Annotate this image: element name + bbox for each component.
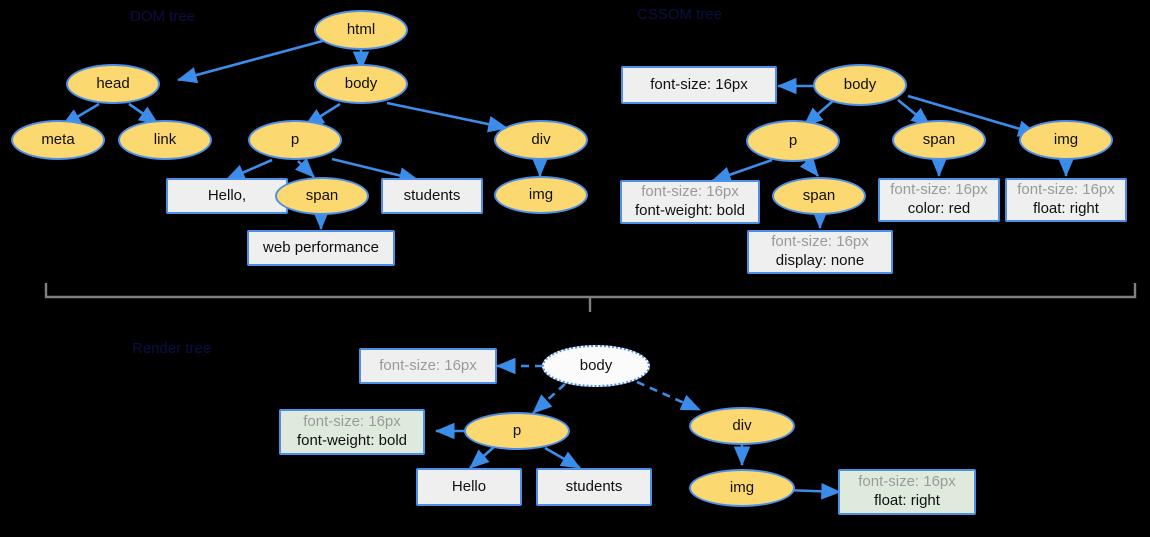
dom-text-students-label: students bbox=[403, 186, 461, 204]
render-node-img[interactable]: img bbox=[689, 469, 795, 507]
dom-text-hello: Hello, bbox=[166, 178, 288, 214]
cssom-decl-span-inner-inherited: font-size: 16px bbox=[771, 233, 869, 251]
dom-text-students: students bbox=[381, 178, 483, 214]
dom-tree-edges bbox=[61, 37, 549, 231]
cssom-decl-span: font-size: 16px color: red bbox=[878, 178, 1000, 222]
render-decl-p-inherited: font-size: 16px bbox=[303, 413, 401, 431]
cssom-decl-span-inherited: font-size: 16px bbox=[890, 181, 988, 199]
dom-node-link[interactable]: link bbox=[118, 120, 212, 160]
dom-node-meta[interactable]: meta bbox=[11, 120, 105, 160]
cssom-decl-img-own: float: right bbox=[1033, 200, 1099, 217]
dom-node-img[interactable]: img bbox=[494, 176, 588, 214]
dom-node-html[interactable]: html bbox=[314, 10, 408, 50]
cssom-decl-p-inherited: font-size: 16px bbox=[641, 183, 739, 201]
cssom-node-body[interactable]: body bbox=[813, 64, 907, 106]
render-text-hello-label: Hello bbox=[451, 477, 487, 495]
cssom-node-img[interactable]: img bbox=[1019, 120, 1113, 160]
dom-node-div[interactable]: div bbox=[494, 120, 588, 160]
render-text-hello: Hello bbox=[416, 468, 522, 506]
dom-node-body[interactable]: body bbox=[314, 64, 408, 104]
render-text-students-label: students bbox=[565, 477, 623, 495]
cssom-decl-img: font-size: 16px float: right bbox=[1005, 178, 1127, 222]
cssom-decl-span-inner: font-size: 16px display: none bbox=[747, 230, 893, 274]
render-node-body[interactable]: body bbox=[542, 345, 650, 387]
cssom-decl-body: font-size: 16px bbox=[621, 66, 777, 104]
render-node-div[interactable]: div bbox=[689, 407, 795, 445]
cssom-decl-p-own: font-weight: bold bbox=[634, 202, 746, 219]
dom-text-web-performance: web performance bbox=[247, 230, 395, 266]
cssom-decl-span-own: color: red bbox=[907, 200, 971, 217]
dom-node-p[interactable]: p bbox=[248, 120, 342, 160]
render-decl-body-own: font-size: 16px bbox=[379, 356, 477, 374]
cssom-decl-span-inner-own: display: none bbox=[775, 252, 865, 269]
render-decl-img-own: float: right bbox=[874, 492, 940, 509]
cssom-node-p[interactable]: p bbox=[746, 120, 840, 162]
render-decl-img-inherited: font-size: 16px bbox=[858, 473, 956, 491]
cssom-decl-p: font-size: 16px font-weight: bold bbox=[620, 180, 760, 224]
cssom-decl-img-inherited: font-size: 16px bbox=[1017, 181, 1115, 199]
dom-tree-title: DOM tree bbox=[130, 8, 196, 25]
render-decl-body: font-size: 16px bbox=[359, 348, 497, 384]
dom-node-head[interactable]: head bbox=[66, 64, 160, 104]
render-text-students: students bbox=[536, 468, 652, 506]
dom-node-span[interactable]: span bbox=[275, 177, 369, 215]
render-tree-title: Render tree bbox=[132, 340, 212, 357]
cssom-tree-title: CSSOM tree bbox=[637, 6, 723, 23]
cssom-decl-body-own: font-size: 16px bbox=[650, 75, 748, 93]
section-brace bbox=[44, 283, 1137, 312]
cssom-node-span-inner[interactable]: span bbox=[772, 177, 866, 215]
render-decl-p: font-size: 16px font-weight: bold bbox=[279, 409, 425, 455]
dom-text-hello-label: Hello, bbox=[207, 186, 247, 204]
render-node-p[interactable]: p bbox=[464, 412, 570, 450]
dom-text-web-performance-label: web performance bbox=[263, 238, 379, 256]
cssom-node-span[interactable]: span bbox=[892, 120, 986, 160]
render-decl-p-own: font-weight: bold bbox=[296, 432, 408, 449]
render-tree-edges bbox=[495, 357, 701, 414]
render-decl-img: font-size: 16px float: right bbox=[838, 469, 976, 515]
